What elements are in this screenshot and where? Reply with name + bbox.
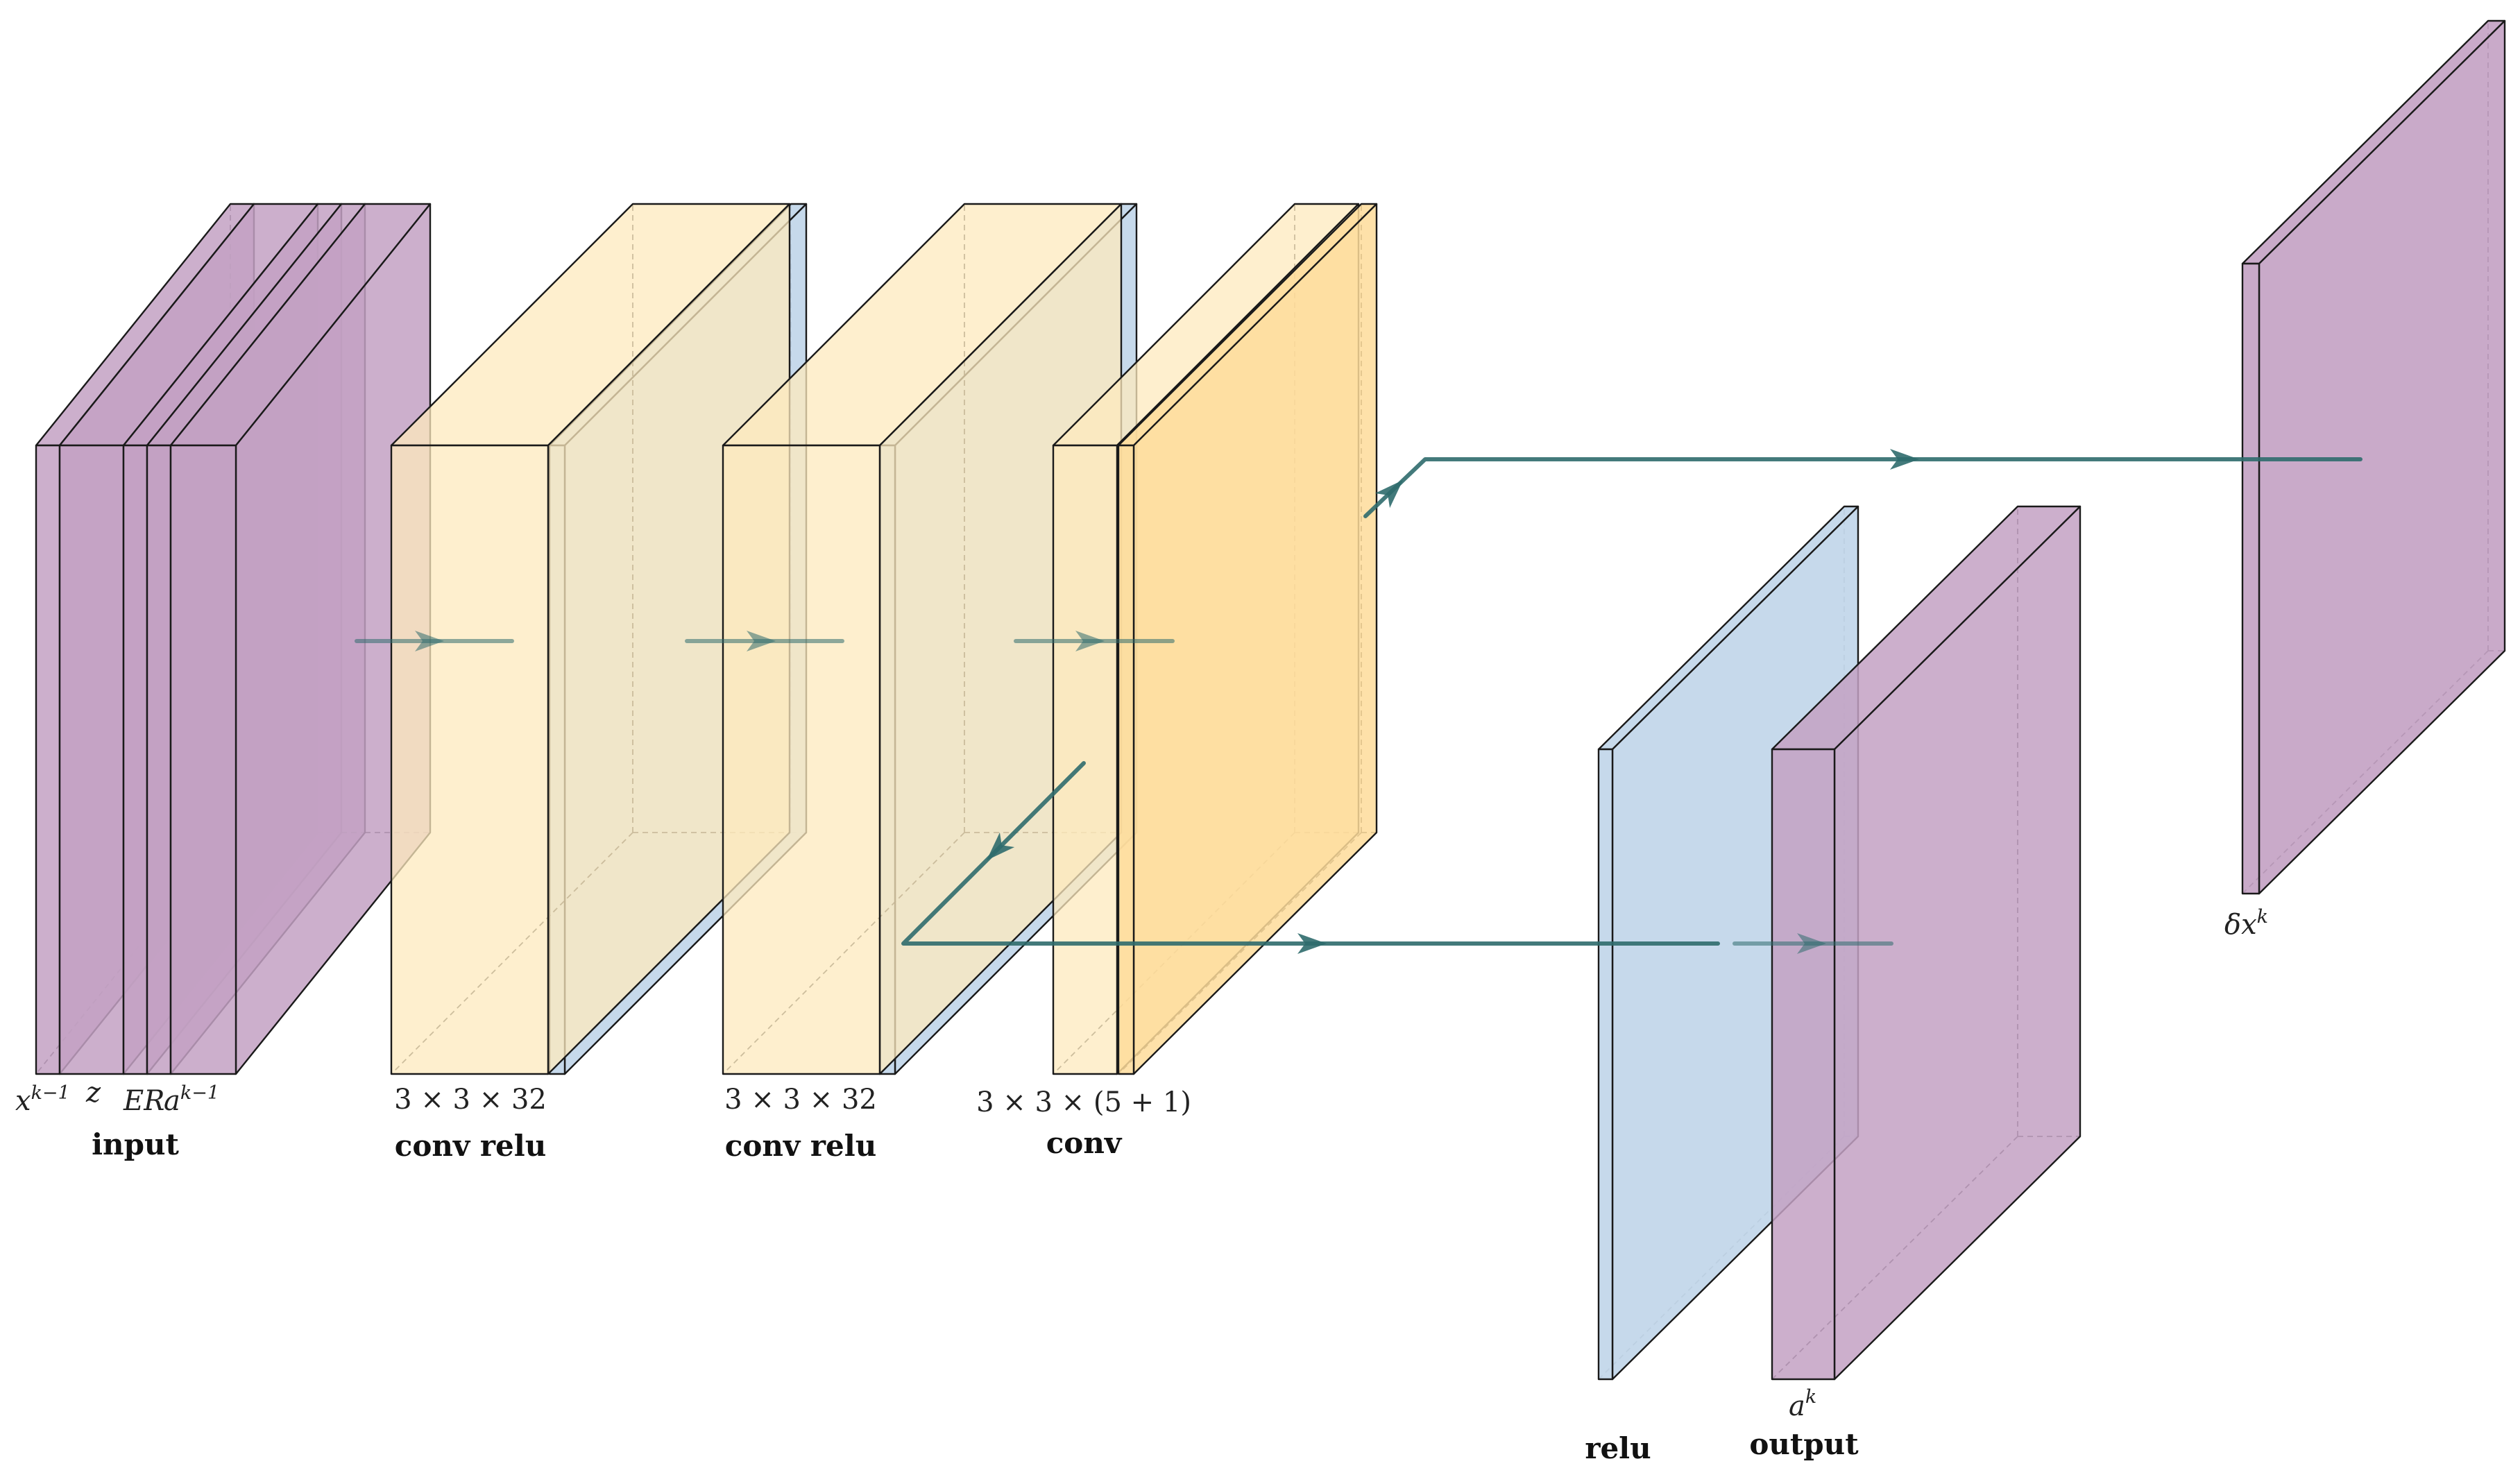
input-channel-x-label: xk−1 xyxy=(15,1082,70,1117)
arrow-input-to-conv1-head xyxy=(415,631,444,651)
arrow-conv3-to-relu-head xyxy=(1297,933,1327,954)
conv2-title: conv relu xyxy=(725,1129,877,1163)
data-flow-arrows xyxy=(355,449,2362,954)
input-title: input xyxy=(92,1127,179,1161)
arrow-conv1-to-conv2-head xyxy=(747,631,776,651)
output-symbol: ak xyxy=(1789,1386,1816,1422)
relu-title: relu xyxy=(1585,1431,1651,1465)
layer-labels: xk−1 z ER ak−1 input 3 × 3 × 32 conv rel… xyxy=(15,906,2268,1465)
layer-blocks xyxy=(35,19,2506,1381)
output-title: output xyxy=(1749,1427,1859,1461)
conv2-yellow-slab xyxy=(722,203,1123,1075)
output-slab xyxy=(1771,505,2081,1381)
delta-slab xyxy=(2241,19,2506,895)
arrow-conv3-to-delta xyxy=(1363,457,2362,518)
arrow-conv3-to-relu xyxy=(901,761,1720,946)
input-channel-z-label: z xyxy=(85,1077,101,1109)
arrow-conv2-to-conv3-head xyxy=(1075,631,1105,651)
arrow-conv3-to-delta-head xyxy=(1890,449,1919,470)
conv1-title: conv relu xyxy=(395,1129,547,1163)
delta-symbol: δxk xyxy=(2224,906,2268,941)
conv3-orange-slab xyxy=(1117,203,1378,1075)
arrow-conv3-to-relu-head-diag xyxy=(986,832,1015,861)
arrow-relu-to-output-head xyxy=(1797,933,1826,954)
input-channel-a-label: ak−1 xyxy=(164,1082,219,1117)
conv2-dims: 3 × 3 × 32 xyxy=(724,1084,877,1116)
arrow-conv3-to-delta-head-diag xyxy=(1374,479,1404,509)
input-slice-5 xyxy=(169,203,432,1075)
conv3-title: conv xyxy=(1046,1126,1123,1160)
conv3-dims: 3 × 3 × (5 + 1) xyxy=(976,1086,1191,1118)
input-channel-er-label: ER xyxy=(123,1085,164,1117)
conv1-dims: 3 × 3 × 32 xyxy=(394,1084,547,1116)
